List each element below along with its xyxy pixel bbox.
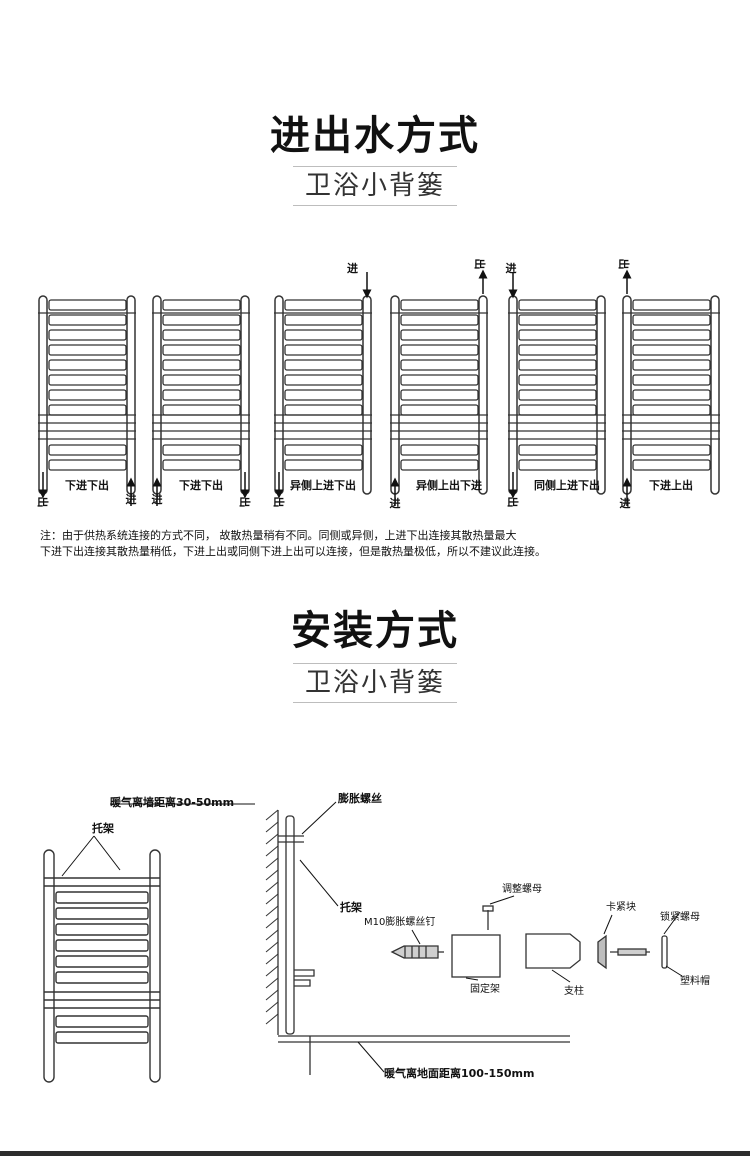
radiator-2: 进 出 下进下出 [152, 295, 252, 508]
radiator-2-right-mark: 出 [238, 497, 252, 508]
radiator-4-right-mark: 出 [473, 259, 487, 270]
radiator-1-label: 下进下出 [65, 478, 109, 492]
note-line-1: 注：由于供热系统连接的方式不同， 故散热量稍有不同。同侧或异侧，上进下出连接其散… [40, 529, 517, 542]
side-view [265, 809, 570, 1075]
radiator-5: 进 出 同侧上进下出 [506, 261, 606, 508]
flow-diagrams: 出 进 下进下出 进 出 下进下出 [36, 259, 720, 510]
wall-distance-label: 暖气离墙距离30-50mm [110, 795, 234, 809]
floor-distance-label: 暖气离地面距离100-150mm [384, 1066, 534, 1080]
radiator-3: 出 进 异侧上进下出 [272, 261, 372, 508]
plastic-cap-label: 塑料帽 [680, 974, 710, 987]
section2-subtitle: 卫浴小背篓 [293, 663, 457, 703]
parts-exploded-view [390, 905, 668, 978]
bottom-bar [0, 1151, 750, 1156]
radiator-4-label: 异侧上出下进 [416, 478, 482, 492]
radiator-3-left-mark: 出 [272, 497, 286, 508]
adjust-nut-label: 调整螺母 [502, 882, 542, 895]
radiator-1: 出 进 下进下出 [36, 295, 137, 508]
expansion-screw-label: 膨胀螺丝 [337, 791, 382, 805]
lock-nut-label: 锁紧螺母 [660, 910, 700, 923]
note-line-2: 下进下出连接其散热量稍低，下进上出或同侧下进上出可以连接，但是散热量极低，所以不… [40, 545, 546, 558]
radiator-3-right-mark: 进 [347, 261, 358, 275]
section1-title: 进出水方式 [270, 113, 480, 159]
clamp-block-label: 卡紧块 [606, 900, 636, 913]
radiator-1-right-mark: 进 [126, 492, 137, 506]
radiator-6-right-mark: 出 [617, 259, 631, 270]
radiator-5-label: 同侧上进下出 [534, 478, 600, 492]
installation-diagram: 暖气离墙距离30-50mm 托架 膨胀螺丝 托架 暖气离地面距离100-150m… [43, 791, 710, 1083]
m10-nail-label: M10膨胀螺丝钉 [364, 915, 435, 928]
section2-title: 安装方式 [291, 608, 459, 654]
radiator-5-right-mark: 出 [506, 497, 520, 508]
radiator-front-view [43, 849, 161, 1083]
radiator-6-left-mark: 进 [620, 496, 631, 510]
section1-subtitle: 卫浴小背篓 [293, 166, 457, 206]
radiator-3-label: 异侧上进下出 [290, 478, 356, 492]
bracket-left-label: 托架 [92, 821, 114, 835]
fixed-frame-label: 固定架 [470, 982, 500, 995]
bracket-side-label: 托架 [340, 900, 362, 914]
radiator-6: 进 出 下进上出 [617, 259, 720, 510]
radiator-1-left-mark: 出 [36, 497, 50, 508]
radiator-4: 进 出 异侧上出下进 [390, 259, 488, 510]
radiator-5-left-mark: 进 [506, 261, 517, 275]
radiator-2-label: 下进下出 [179, 478, 223, 492]
radiator-6-label: 下进上出 [649, 478, 693, 492]
radiator-4-left-mark: 进 [390, 496, 401, 510]
post-label: 支柱 [564, 984, 584, 997]
radiator-2-left-mark: 进 [152, 492, 163, 506]
